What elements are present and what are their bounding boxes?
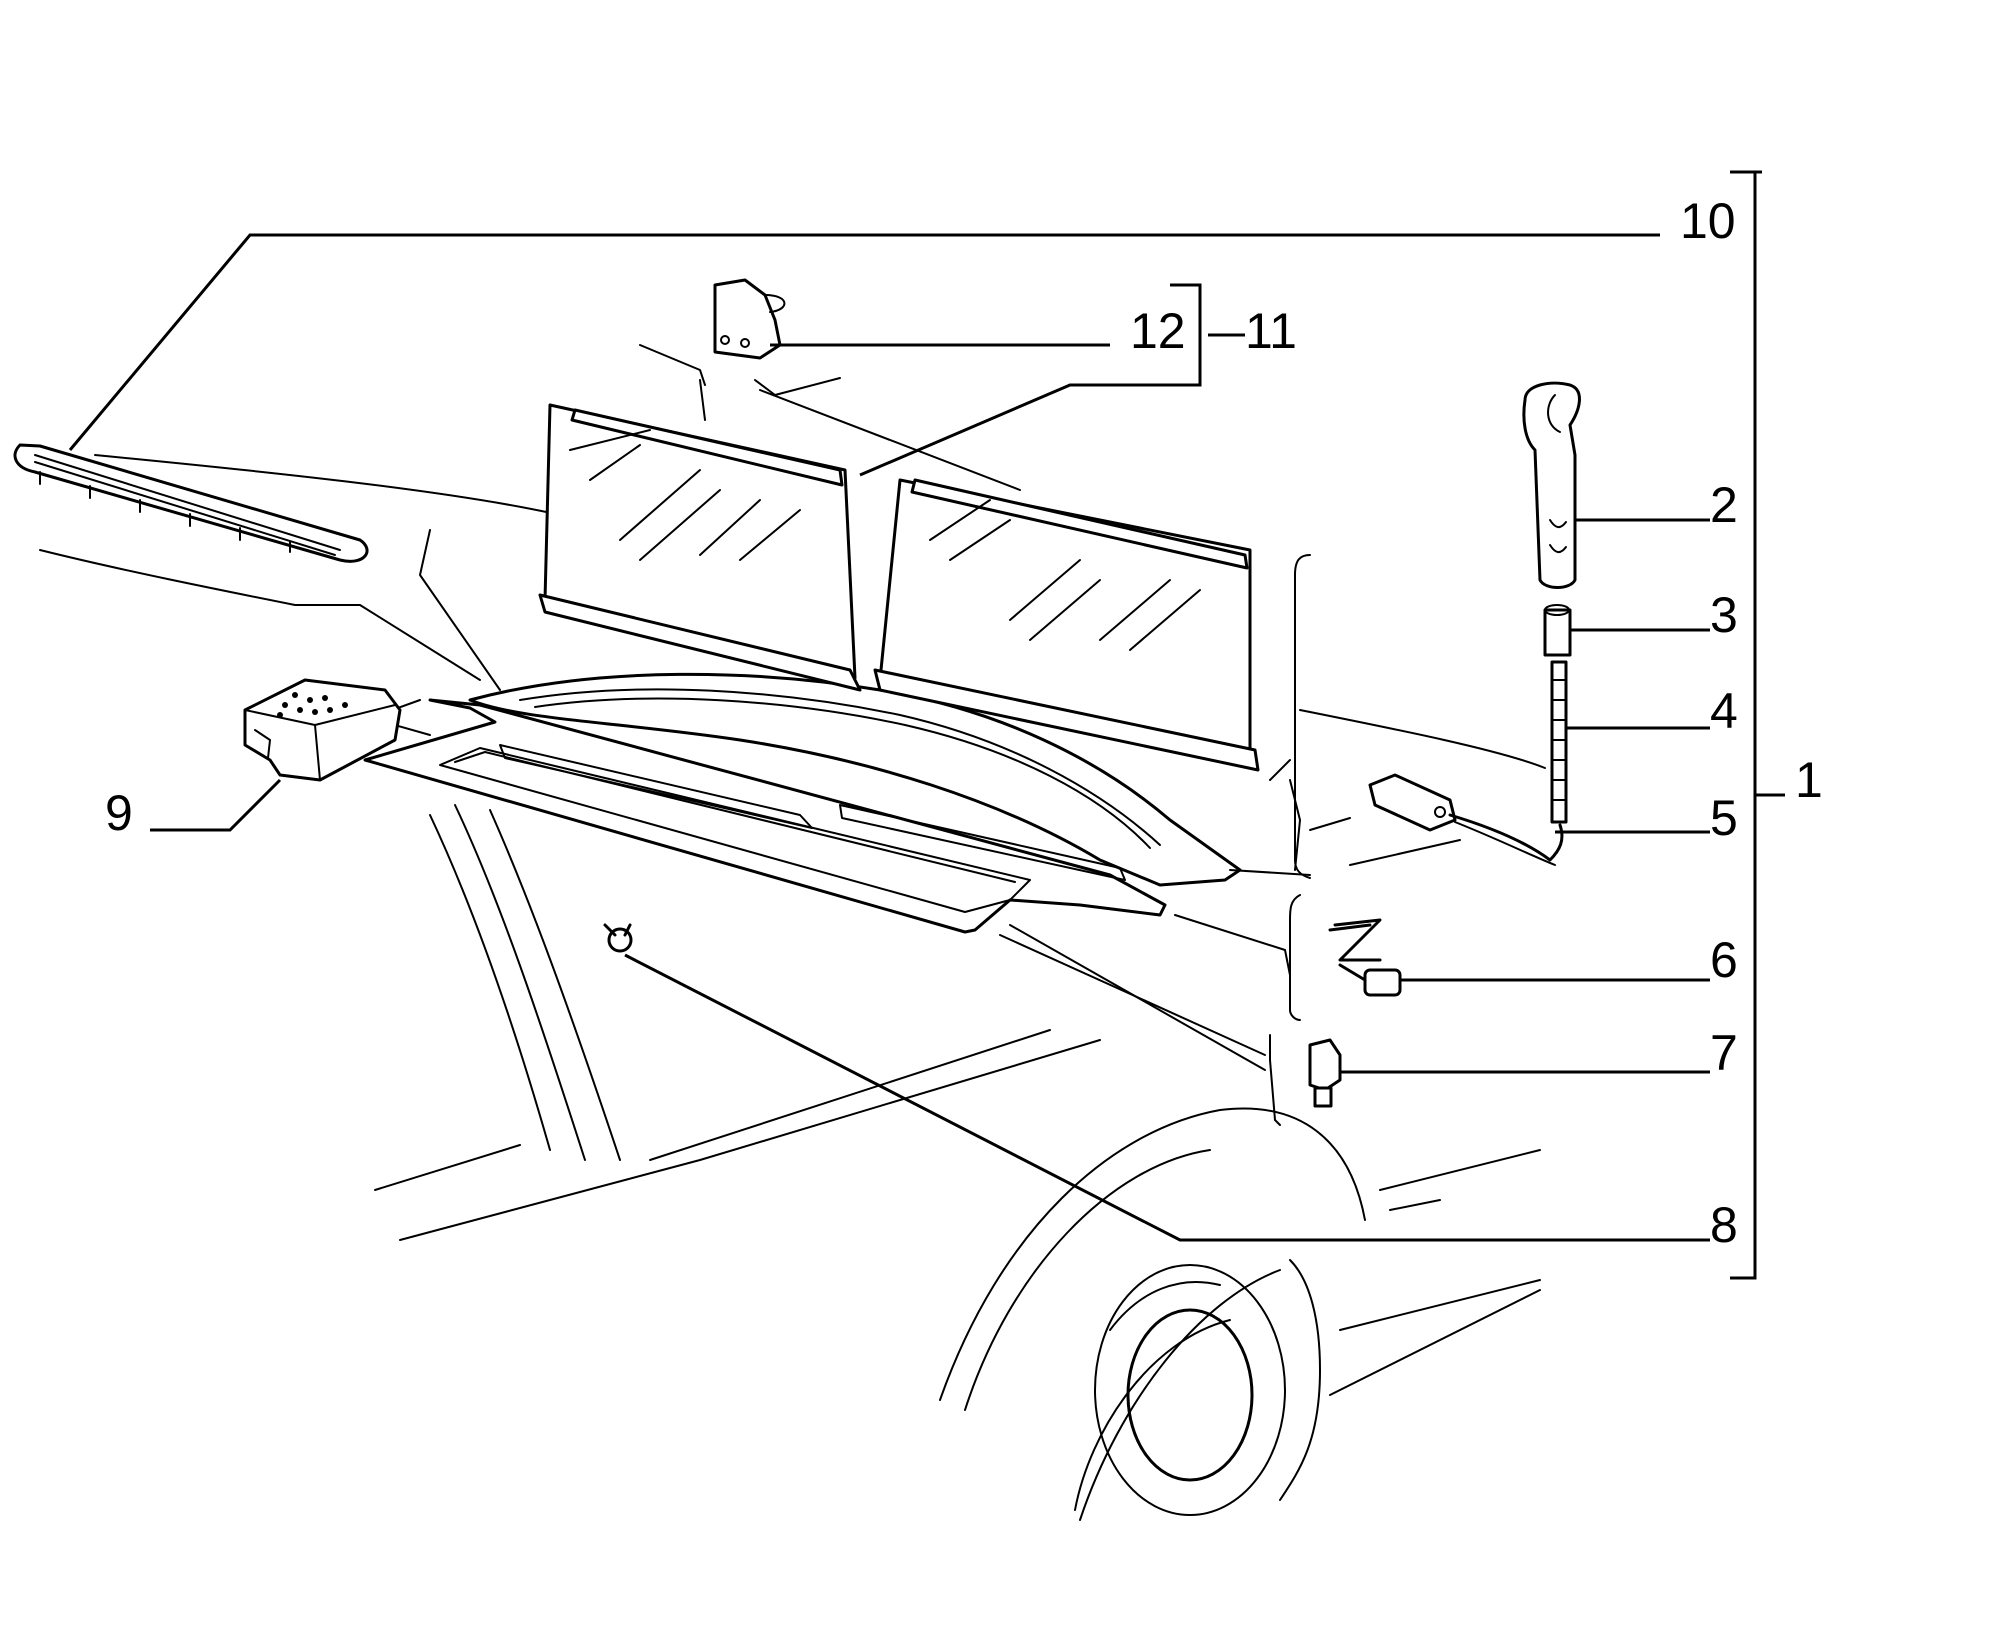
part-2-hook bbox=[1522, 381, 1581, 589]
part-11-flap-panel-left bbox=[538, 403, 862, 692]
callout-5: 5 bbox=[1710, 790, 1738, 846]
part-11-flap-panel-right bbox=[873, 478, 1260, 772]
car-body-outline bbox=[39, 454, 1546, 1396]
part-3-spacer bbox=[1543, 604, 1572, 657]
part-12-hinge-clip bbox=[639, 278, 1021, 491]
callout-1: 1 bbox=[1795, 752, 1823, 808]
callout-11: 11 bbox=[1245, 303, 1297, 359]
callout-labels: 10 12 11 2 3 4 1 5 6 7 8 9 bbox=[105, 193, 1823, 1253]
part-5-cable-block bbox=[1368, 773, 1564, 866]
part-8-spring-clip bbox=[603, 923, 633, 953]
callout-8: 8 bbox=[1710, 1197, 1738, 1253]
parcel-shelf-tray bbox=[363, 698, 1167, 934]
callout-4: 4 bbox=[1710, 683, 1738, 739]
part-10-seal-strip bbox=[13, 443, 369, 563]
part-4-threaded-rod bbox=[1550, 660, 1568, 824]
wheel-arch bbox=[939, 1107, 1366, 1521]
part-7-pin bbox=[1308, 1038, 1342, 1108]
callout-7: 7 bbox=[1710, 1025, 1738, 1081]
wheel bbox=[1094, 1264, 1286, 1516]
callout-12: 12 bbox=[1130, 303, 1186, 359]
brace-markers bbox=[999, 554, 1311, 1126]
part-6-z-clip bbox=[1328, 918, 1402, 997]
callout-6: 6 bbox=[1710, 932, 1738, 988]
bracket-perforation bbox=[277, 692, 348, 718]
callout-10: 10 bbox=[1680, 193, 1736, 249]
callout-3: 3 bbox=[1710, 587, 1738, 643]
parcel-shelf-frame bbox=[468, 672, 1242, 887]
part-9-bracket-box bbox=[243, 678, 402, 782]
callout-2: 2 bbox=[1710, 477, 1738, 533]
leader-lines bbox=[68, 170, 1785, 1280]
callout-9: 9 bbox=[105, 785, 133, 841]
